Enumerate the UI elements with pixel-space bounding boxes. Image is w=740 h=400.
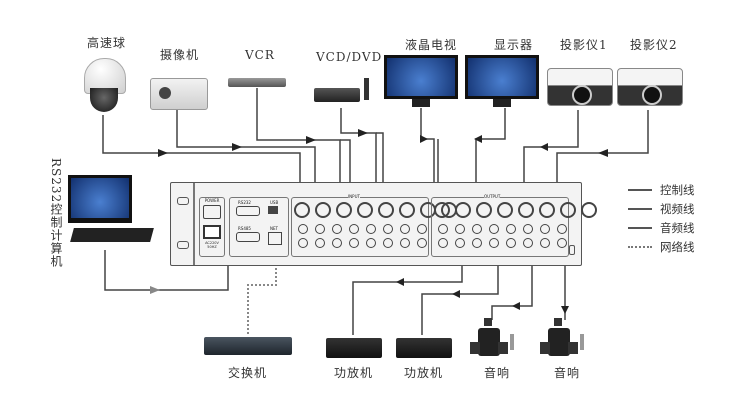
ac-label: AC220V 50HZ: [205, 241, 219, 249]
label-switch: 交换机: [228, 366, 268, 380]
legend: 控制线 视频线 音频线 网络线: [628, 180, 695, 256]
power-socket: [203, 205, 221, 219]
output-label: OUTPUT: [484, 194, 501, 199]
projector-2-device: [617, 68, 683, 106]
label-vcr: VCR: [245, 48, 275, 62]
legend-item: 视频线: [628, 199, 695, 218]
legend-item: 音频线: [628, 218, 695, 237]
usb-label: USB: [270, 200, 279, 205]
label-monitor: 显示器: [494, 38, 534, 52]
label-camera: 摄像机: [160, 48, 200, 62]
wire-speed-dome: [102, 115, 301, 205]
label-vcd-dvd: VCD/DVD: [316, 50, 383, 64]
rs232-port[interactable]: [236, 206, 260, 216]
input-section: INPUT: [291, 194, 457, 257]
monitor-device: [465, 55, 539, 107]
control-ports: RS232 USB RS485 NET: [229, 197, 289, 257]
legend-item: 控制线: [628, 180, 695, 199]
wire-proj1: [523, 110, 579, 205]
av-matrix-rack: POWER AC220V 50HZ RS232 USB RS485 NET IN…: [170, 182, 597, 266]
ground-terminal: [569, 245, 575, 255]
label-speaker-1: 音响: [484, 366, 511, 380]
wire-vcr: [256, 88, 341, 205]
output-bnc-row: [434, 202, 597, 218]
box-camera: [150, 78, 208, 110]
speed-dome-camera: [82, 58, 126, 114]
wire-network: [247, 240, 277, 335]
label-speaker-2: 音响: [554, 366, 581, 380]
usb-port[interactable]: [268, 206, 278, 214]
wire-monitor: [475, 108, 506, 205]
projector-1-device: [547, 68, 613, 106]
label-lcd-tv: 液晶电视: [405, 38, 458, 52]
label-speed-dome: 高速球: [87, 36, 127, 50]
amplifier-2: [396, 338, 452, 358]
label-amp-2: 功放机: [404, 366, 444, 380]
speaker-system-1: [470, 318, 516, 360]
input-rca-grid: [298, 224, 431, 248]
remote-control: [364, 78, 369, 100]
label-amp-1: 功放机: [334, 366, 374, 380]
label-projector-1: 投影仪1: [560, 38, 608, 52]
power-label: POWER: [204, 198, 220, 203]
rs485-port[interactable]: [236, 232, 260, 242]
dvd-player: [314, 88, 360, 102]
net-port[interactable]: [268, 232, 282, 245]
label-rs232-computer: RS232控制计算机: [49, 158, 63, 269]
computer-monitor: [68, 175, 132, 223]
rs485-label: RS485: [238, 226, 251, 231]
power-section: POWER AC220V 50HZ: [199, 197, 225, 257]
output-section: OUTPUT: [431, 194, 597, 257]
net-label: NET: [270, 226, 278, 231]
output-rca-grid: [438, 224, 571, 248]
wire-camera: [176, 110, 316, 205]
speaker-system-2: [540, 318, 586, 360]
label-projector-2: 投影仪2: [630, 38, 678, 52]
vcr-device: [228, 78, 286, 87]
lcd-tv-device: [384, 55, 458, 107]
input-label: INPUT: [348, 194, 360, 199]
network-switch: [204, 337, 292, 355]
rs232-label: RS232: [238, 200, 251, 205]
amplifier-1: [326, 338, 382, 358]
legend-item: 网络线: [628, 237, 695, 256]
keyboard: [70, 228, 154, 242]
power-switch[interactable]: [203, 225, 221, 239]
